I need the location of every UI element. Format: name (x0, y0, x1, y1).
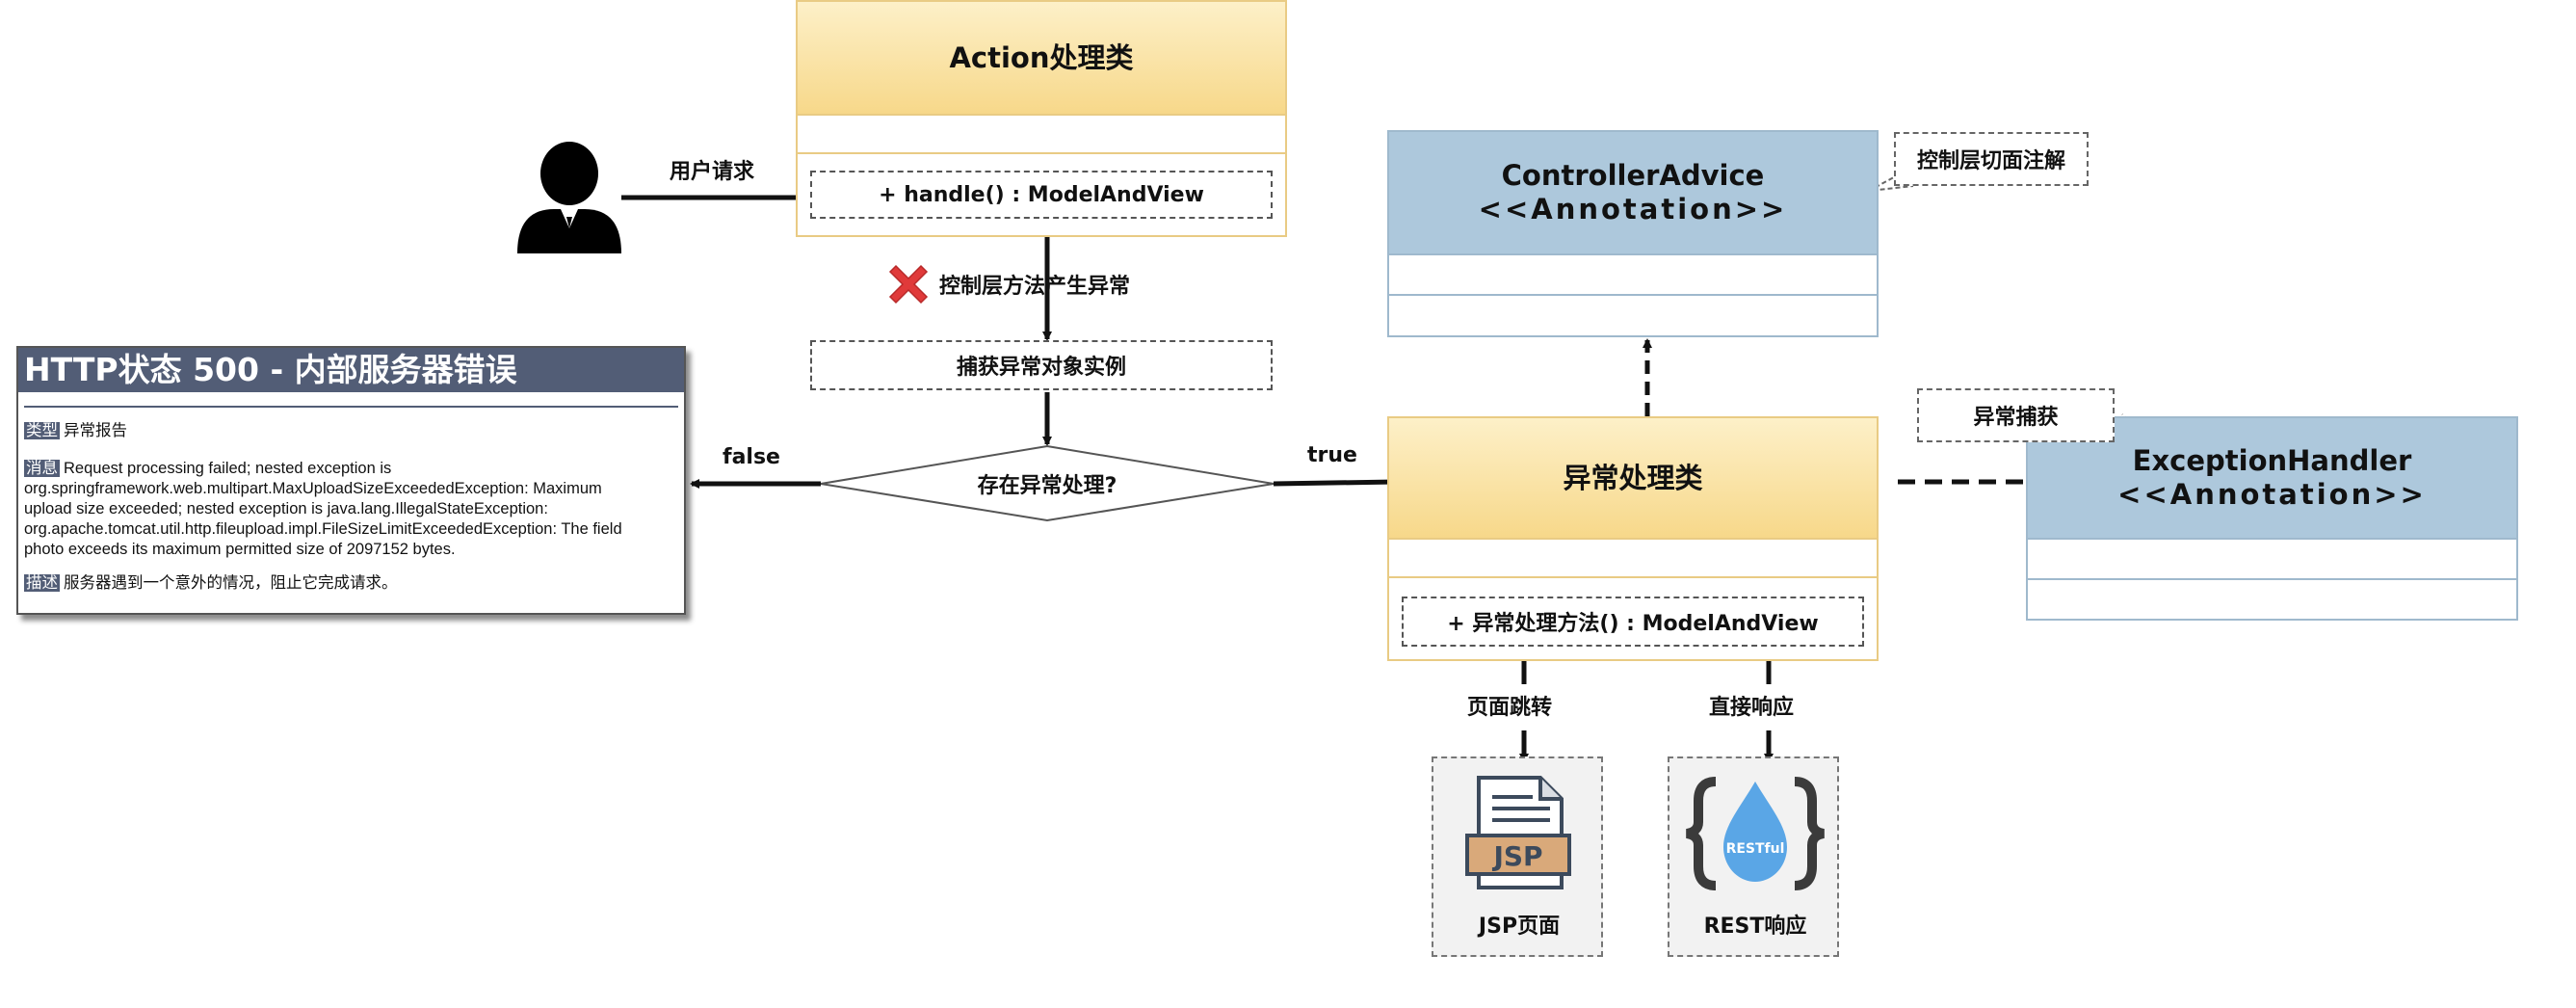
error-page-divider (24, 406, 678, 408)
error-message-line: photo exceeds its maximum permitted size… (24, 541, 456, 558)
exception-class-header: 异常处理类 (1387, 416, 1879, 540)
user-request-label: 用户请求 (670, 160, 755, 184)
controller-advice-method-row (1387, 296, 1879, 337)
exception-class-attr-row (1387, 540, 1879, 578)
error-message-tag: 消息 (24, 460, 60, 477)
error-message-line: org.springframework.web.multipart.MaxUpl… (24, 480, 602, 497)
error-message-line: upload size exceeded; nested exception i… (24, 500, 548, 517)
false-label: false (723, 445, 780, 469)
direct-response-label: 直接响应 (1709, 696, 1795, 720)
error-desc-tag: 描述 (24, 574, 60, 592)
rest-caption: REST响应 (1703, 915, 1807, 939)
rest-response-box: RESTful REST响应 (1668, 756, 1839, 957)
controller-advice-title: ControllerAdvice (1501, 159, 1765, 192)
page-forward-label: 页面跳转 (1467, 696, 1553, 720)
exception-handler-stereotype: <<Annotation>> (2117, 478, 2427, 511)
error-type-text: 异常报告 (64, 422, 127, 439)
exception-handler-title: ExceptionHandler (2132, 444, 2412, 477)
exception-handler-method-row (2026, 580, 2518, 621)
jsp-caption: JSP页面 (1478, 915, 1561, 939)
handle-method: + handle() : ModelAndView (810, 171, 1273, 219)
decision-question: 存在异常处理? (977, 474, 1117, 498)
exception-handler-method: + 异常处理方法() : ModelAndView (1402, 597, 1864, 647)
controller-advice-stereotype: <<Annotation>> (1478, 193, 1788, 225)
true-label: true (1307, 443, 1357, 467)
catch-exception-step: 捕获异常对象实例 (810, 340, 1273, 390)
restful-icon (1685, 777, 1826, 890)
action-class-attr-row (796, 116, 1287, 154)
controller-advice-attr-row (1387, 255, 1879, 296)
decision-diamond (820, 444, 1275, 522)
error-page-title: HTTP状态 500 - 内部服务器错误 (18, 348, 684, 392)
exception-raised-label: 控制层方法产生异常 (939, 275, 1131, 299)
error-type-tag: 类型 (24, 422, 60, 439)
exception-handler-attr-row (2026, 540, 2518, 580)
true-arrow (1273, 477, 1398, 488)
controller-advice-note: 控制层切面注解 (1894, 132, 2089, 186)
action-class-title: Action处理类 (949, 40, 1134, 74)
error-desc-line: 描述服务器遇到一个意外的情况，阻止它完成请求。 (18, 573, 684, 594)
exception-handler-note: 异常捕获 (1917, 388, 2115, 442)
user-icon (517, 142, 621, 253)
error-x-icon (888, 264, 929, 305)
jsp-file-icon (1465, 776, 1571, 889)
error-message-line: Request processing failed; nested except… (64, 460, 392, 477)
error-message-line: org.apache.tomcat.util.http.fileupload.i… (24, 520, 622, 538)
controller-advice-header: ControllerAdvice <<Annotation>> (1387, 130, 1879, 255)
exception-class-title: 异常处理类 (1563, 461, 1703, 494)
jsp-icon-text: JSP (1493, 840, 1543, 872)
error-desc-text: 服务器遇到一个意外的情况，阻止它完成请求。 (64, 574, 398, 592)
error-type-line: 类型异常报告 (18, 421, 684, 441)
restful-icon-text: RESTful (1725, 841, 1785, 857)
action-class-header: Action处理类 (796, 0, 1287, 116)
jsp-page-box: JSP JSP页面 (1432, 756, 1603, 957)
